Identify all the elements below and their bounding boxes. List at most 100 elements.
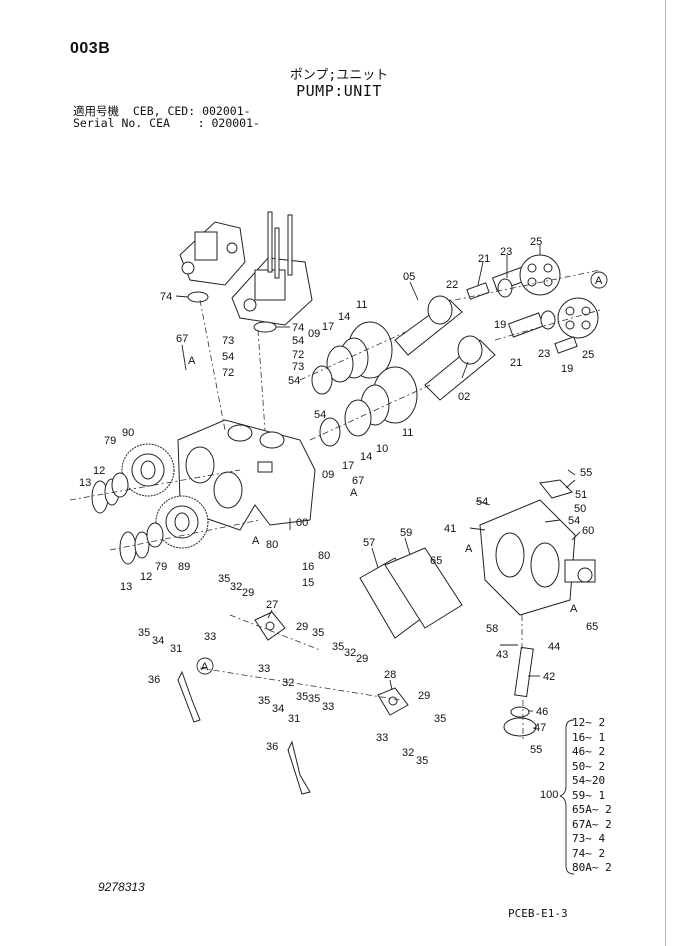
marker-a-text-2: A (350, 487, 358, 499)
piston-assembly-upper (466, 254, 561, 300)
callout-35: 35 (434, 713, 446, 725)
callout-11: 11 (356, 299, 367, 311)
svg-text:A: A (595, 275, 603, 287)
callout-29: 29 (356, 653, 368, 665)
callout-72: 72 (292, 349, 304, 361)
callout-33: 33 (258, 663, 270, 675)
reference-marker-a1: A (590, 271, 608, 289)
title-english: PUMP:UNIT (296, 82, 382, 100)
callout-89: 89 (178, 561, 190, 573)
shaft-02 (424, 335, 496, 401)
ring-09a (311, 365, 333, 395)
bearing-79b (146, 522, 164, 548)
kit-row: 46~ 2 (572, 745, 606, 758)
callout-31: 31 (170, 643, 182, 655)
kit-row: 65A~ 2 (572, 803, 612, 816)
gasket-59 (384, 547, 463, 629)
callout-14: 14 (360, 451, 372, 463)
callout-17: 17 (342, 460, 354, 472)
gear-90 (121, 443, 175, 497)
callout-19: 19 (494, 319, 506, 331)
callout-05: 05 (403, 271, 415, 283)
callout-35: 35 (218, 573, 230, 585)
title-japanese: ポンプ;ユニット (289, 68, 389, 83)
callout-11: 11 (402, 427, 413, 439)
lever-36b (287, 740, 311, 795)
callout-54: 54 (314, 409, 326, 421)
callout-60: 60 (582, 525, 594, 537)
callout-33: 33 (322, 701, 334, 713)
callout-34: 34 (272, 703, 284, 715)
callout-35: 35 (312, 627, 324, 639)
kit-row: 67A~ 2 (572, 817, 612, 831)
callout-79: 79 (155, 561, 167, 573)
kit-row: 74~ 2 (572, 846, 606, 860)
callout-09: 09 (308, 328, 320, 340)
callout-21: 21 (510, 357, 522, 369)
seal-17a (326, 345, 354, 383)
kit-row: 16~ 1 (572, 730, 606, 744)
callout-32: 32 (282, 677, 294, 689)
pipe-42 (514, 646, 534, 698)
o-ring-74a (187, 291, 209, 303)
page-reference: PCEB-E1-3 (508, 907, 568, 920)
svg-text:A: A (201, 661, 209, 673)
callout-42: 42 (543, 671, 555, 683)
callout-54: 54 (222, 351, 234, 363)
callout-36: 36 (266, 741, 278, 753)
callout-47: 47 (534, 722, 546, 734)
regulator-link-28 (377, 687, 409, 716)
callout-43: 43 (496, 649, 508, 661)
piston-assembly-lower (507, 297, 599, 354)
callout-09: 09 (322, 469, 334, 481)
callout-35: 35 (138, 627, 150, 639)
callout-58: 58 (486, 623, 498, 635)
callout-17: 17 (322, 321, 334, 333)
callout-54: 54 (476, 496, 488, 508)
kit-row: 54~20 (572, 774, 606, 787)
callout-29: 29 (242, 587, 254, 599)
callout-19: 19 (561, 363, 573, 375)
callout-02: 02 (458, 391, 470, 403)
shaft-05 (394, 295, 463, 356)
callout-23: 23 (538, 348, 550, 360)
callout-55: 55 (580, 467, 592, 479)
callout-57: 57 (363, 537, 375, 549)
callout-51: 51 (575, 489, 587, 501)
callout-36: 36 (148, 674, 160, 686)
callout-31: 31 (288, 713, 300, 725)
callout-15: 15 (302, 577, 314, 589)
callout-59: 59 (400, 527, 412, 539)
callout-50: 50 (574, 503, 586, 515)
callout-79: 79 (104, 435, 116, 447)
callout-67: 67 (352, 475, 364, 487)
callout-33: 33 (376, 732, 388, 744)
page-border (665, 0, 666, 946)
leader-lines (175, 245, 581, 729)
flange-47 (503, 717, 537, 737)
callout-32: 32 (230, 581, 242, 593)
callout-22: 22 (446, 279, 458, 291)
callout-54: 54 (288, 375, 300, 387)
callout-35: 35 (296, 691, 308, 703)
callout-27: 27 (266, 599, 278, 611)
callout-74: 74 (160, 291, 172, 303)
callout-54: 54 (292, 335, 304, 347)
callout-12: 12 (93, 465, 105, 477)
ring-12b (134, 531, 150, 559)
callout-67: 67 (176, 333, 188, 345)
regulator-link-27 (254, 611, 286, 641)
callout-73: 73 (222, 335, 234, 347)
callout-25: 25 (582, 349, 594, 361)
callout-00: 00 (296, 517, 308, 529)
callout-35: 35 (258, 695, 270, 707)
callout-33: 33 (204, 631, 216, 643)
snap-ring-13b (119, 531, 137, 565)
regulator-valve-lower (231, 211, 313, 326)
pump-housing (177, 419, 316, 531)
callout-29: 29 (296, 621, 308, 633)
gear-89 (155, 495, 209, 549)
callout-25: 25 (530, 236, 542, 248)
